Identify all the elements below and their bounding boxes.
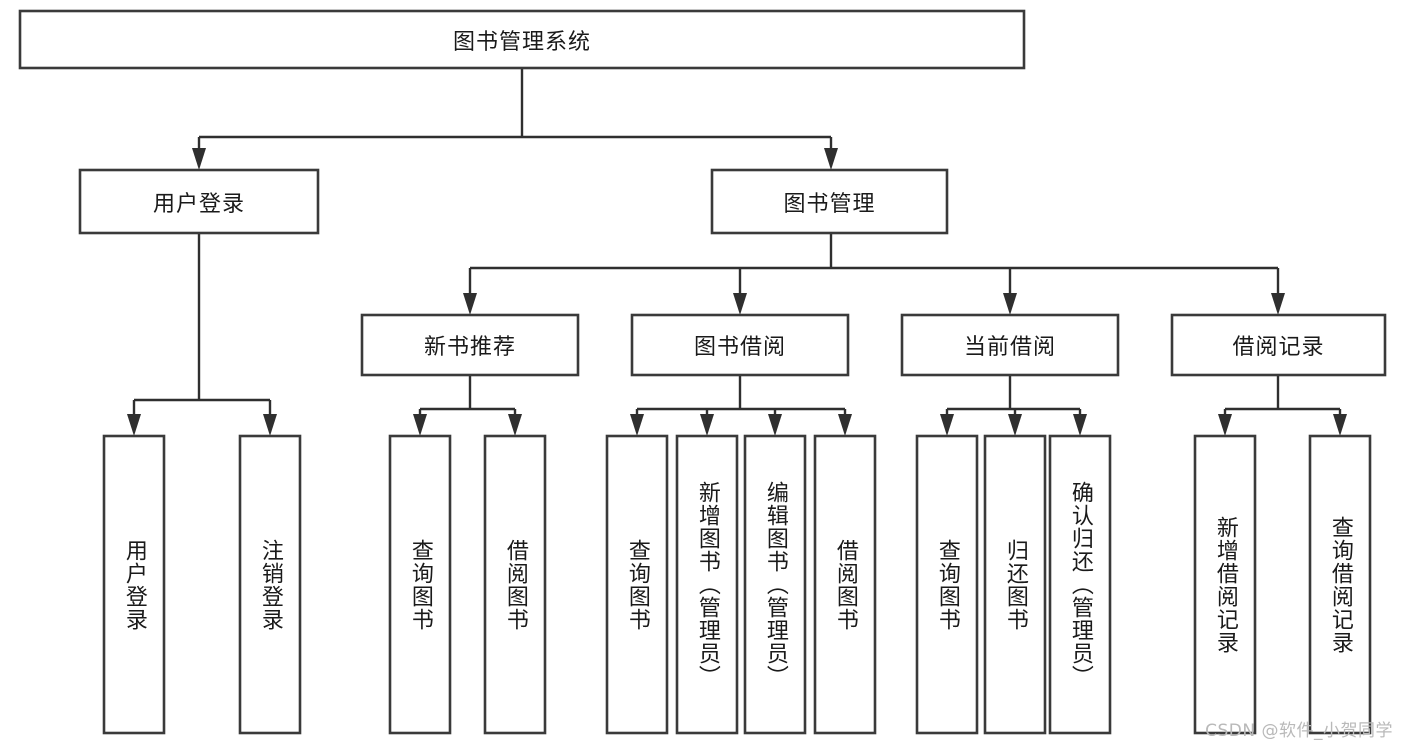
connector-login-to-leaves: [127, 233, 277, 436]
connector-root-to-level2: [192, 68, 838, 170]
node-box-current-borrow[interactable]: [900, 313, 1120, 377]
node-box-leaf-edit-book[interactable]: [743, 434, 807, 735]
node-box-leaf-query-record[interactable]: [1308, 434, 1372, 735]
node-box-leaf-user-login[interactable]: [102, 434, 166, 735]
connector-borrow-to-leaves: [630, 375, 852, 436]
node-box-leaf-query-book-1[interactable]: [388, 434, 452, 735]
node-box-new-book-recommend[interactable]: [360, 313, 580, 377]
connector-bookmgmt-to-level3: [463, 233, 1285, 315]
watermark-text: CSDN @软件_小贺同学: [1205, 721, 1393, 741]
node-box-book-management[interactable]: [710, 168, 949, 235]
node-box-leaf-query-book-3[interactable]: [915, 434, 979, 735]
node-box-borrow-records[interactable]: [1170, 313, 1387, 377]
node-box-leaf-return-book[interactable]: [983, 434, 1047, 735]
node-box-leaf-confirm-return[interactable]: [1048, 434, 1112, 735]
node-box-root[interactable]: [18, 9, 1026, 70]
node-box-leaf-borrow-book-2[interactable]: [813, 434, 877, 735]
node-box-leaf-query-book-2[interactable]: [605, 434, 669, 735]
connector-current-to-leaves: [940, 375, 1087, 436]
node-box-leaf-add-record[interactable]: [1193, 434, 1257, 735]
connector-newbook-to-leaves: [413, 375, 522, 436]
node-box-leaf-add-book[interactable]: [675, 434, 739, 735]
connector-records-to-leaves: [1218, 375, 1347, 436]
node-box-leaf-borrow-book-1[interactable]: [483, 434, 547, 735]
node-box-book-borrow[interactable]: [630, 313, 850, 377]
node-box-user-login[interactable]: [78, 168, 320, 235]
node-box-leaf-logout[interactable]: [238, 434, 302, 735]
